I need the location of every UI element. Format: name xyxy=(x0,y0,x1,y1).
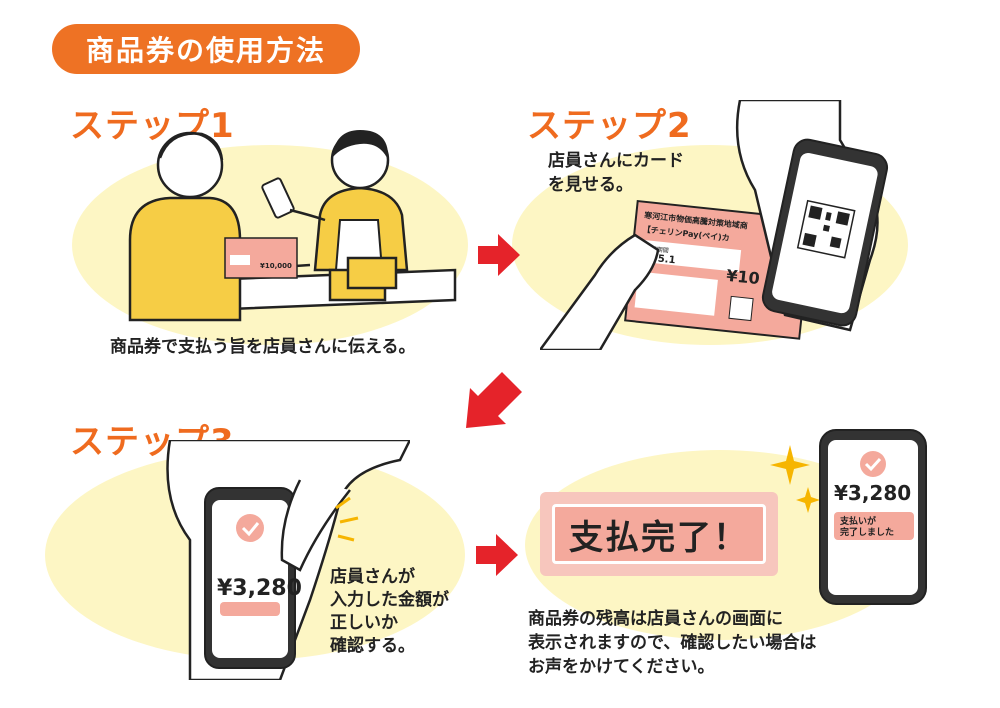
step4-phone: ¥3,280 支払いが 完了しました xyxy=(819,429,927,605)
page-title: 商品券の使用方法 xyxy=(52,24,360,74)
step3-caption-line3: 正しいか xyxy=(330,612,398,633)
step2-caption: 店員さんにカード を見せる。 xyxy=(548,150,684,198)
svg-text:¥3,280: ¥3,280 xyxy=(834,481,911,505)
step3-illustration: ¥3,280 xyxy=(166,440,410,680)
svg-text:¥10,000: ¥10,000 xyxy=(260,262,292,270)
step3-caption-line2: 入力した金額が xyxy=(330,589,449,610)
step3-caption-line1: 店員さんが xyxy=(330,567,415,587)
step4-caption-line2: 表示されますので、確認したい場合は xyxy=(528,632,817,653)
customer-figure xyxy=(128,131,311,322)
step2-label: ステップ2 xyxy=(527,106,692,146)
voucher-card: ¥10,000 xyxy=(224,237,298,279)
arrow-right-1 xyxy=(478,234,520,276)
phone-qr xyxy=(761,138,889,327)
svg-text:完了しました: 完了しました xyxy=(840,526,894,538)
payment-complete-sign: 支払完了！ xyxy=(540,492,778,576)
step1-illustration: ¥10,000 xyxy=(128,130,457,322)
step4-caption-line1: 商品券の残高は店員さんの画面に xyxy=(528,609,783,629)
step2-caption-line1: 店員さんにカード xyxy=(548,151,684,171)
svg-text:支払いが: 支払いが xyxy=(839,515,877,527)
step4-caption-line3: お声をかけてください。 xyxy=(528,656,715,677)
arrow-down-left xyxy=(466,372,522,428)
svg-text:¥3,280: ¥3,280 xyxy=(217,576,302,601)
arrow-right-2 xyxy=(476,534,518,576)
step2-caption-line2: を見せる。 xyxy=(548,174,633,195)
sparkle-icon xyxy=(770,445,820,513)
payment-complete-text: 支払完了！ xyxy=(552,504,766,564)
svg-text:5.1: 5.1 xyxy=(657,254,676,267)
step3-caption: 店員さんが 入力した金額が 正しいか 確認する。 xyxy=(330,566,449,658)
step2-illustration: 寒河江市物価高騰対策地域商 【チェリンPay(ペイ)カ 利用期間 5.1 ¥10 xyxy=(540,100,889,350)
step3-caption-line4: 確認する。 xyxy=(330,635,415,656)
svg-text:¥10: ¥10 xyxy=(725,266,760,288)
step4-caption: 商品券の残高は店員さんの画面に 表示されますので、確認したい場合は お声をかけて… xyxy=(528,608,816,679)
step1-caption: 商品券で支払う旨を店員さんに伝える。 xyxy=(110,337,416,357)
clerk-figure xyxy=(261,130,409,272)
check-icon xyxy=(860,451,886,477)
